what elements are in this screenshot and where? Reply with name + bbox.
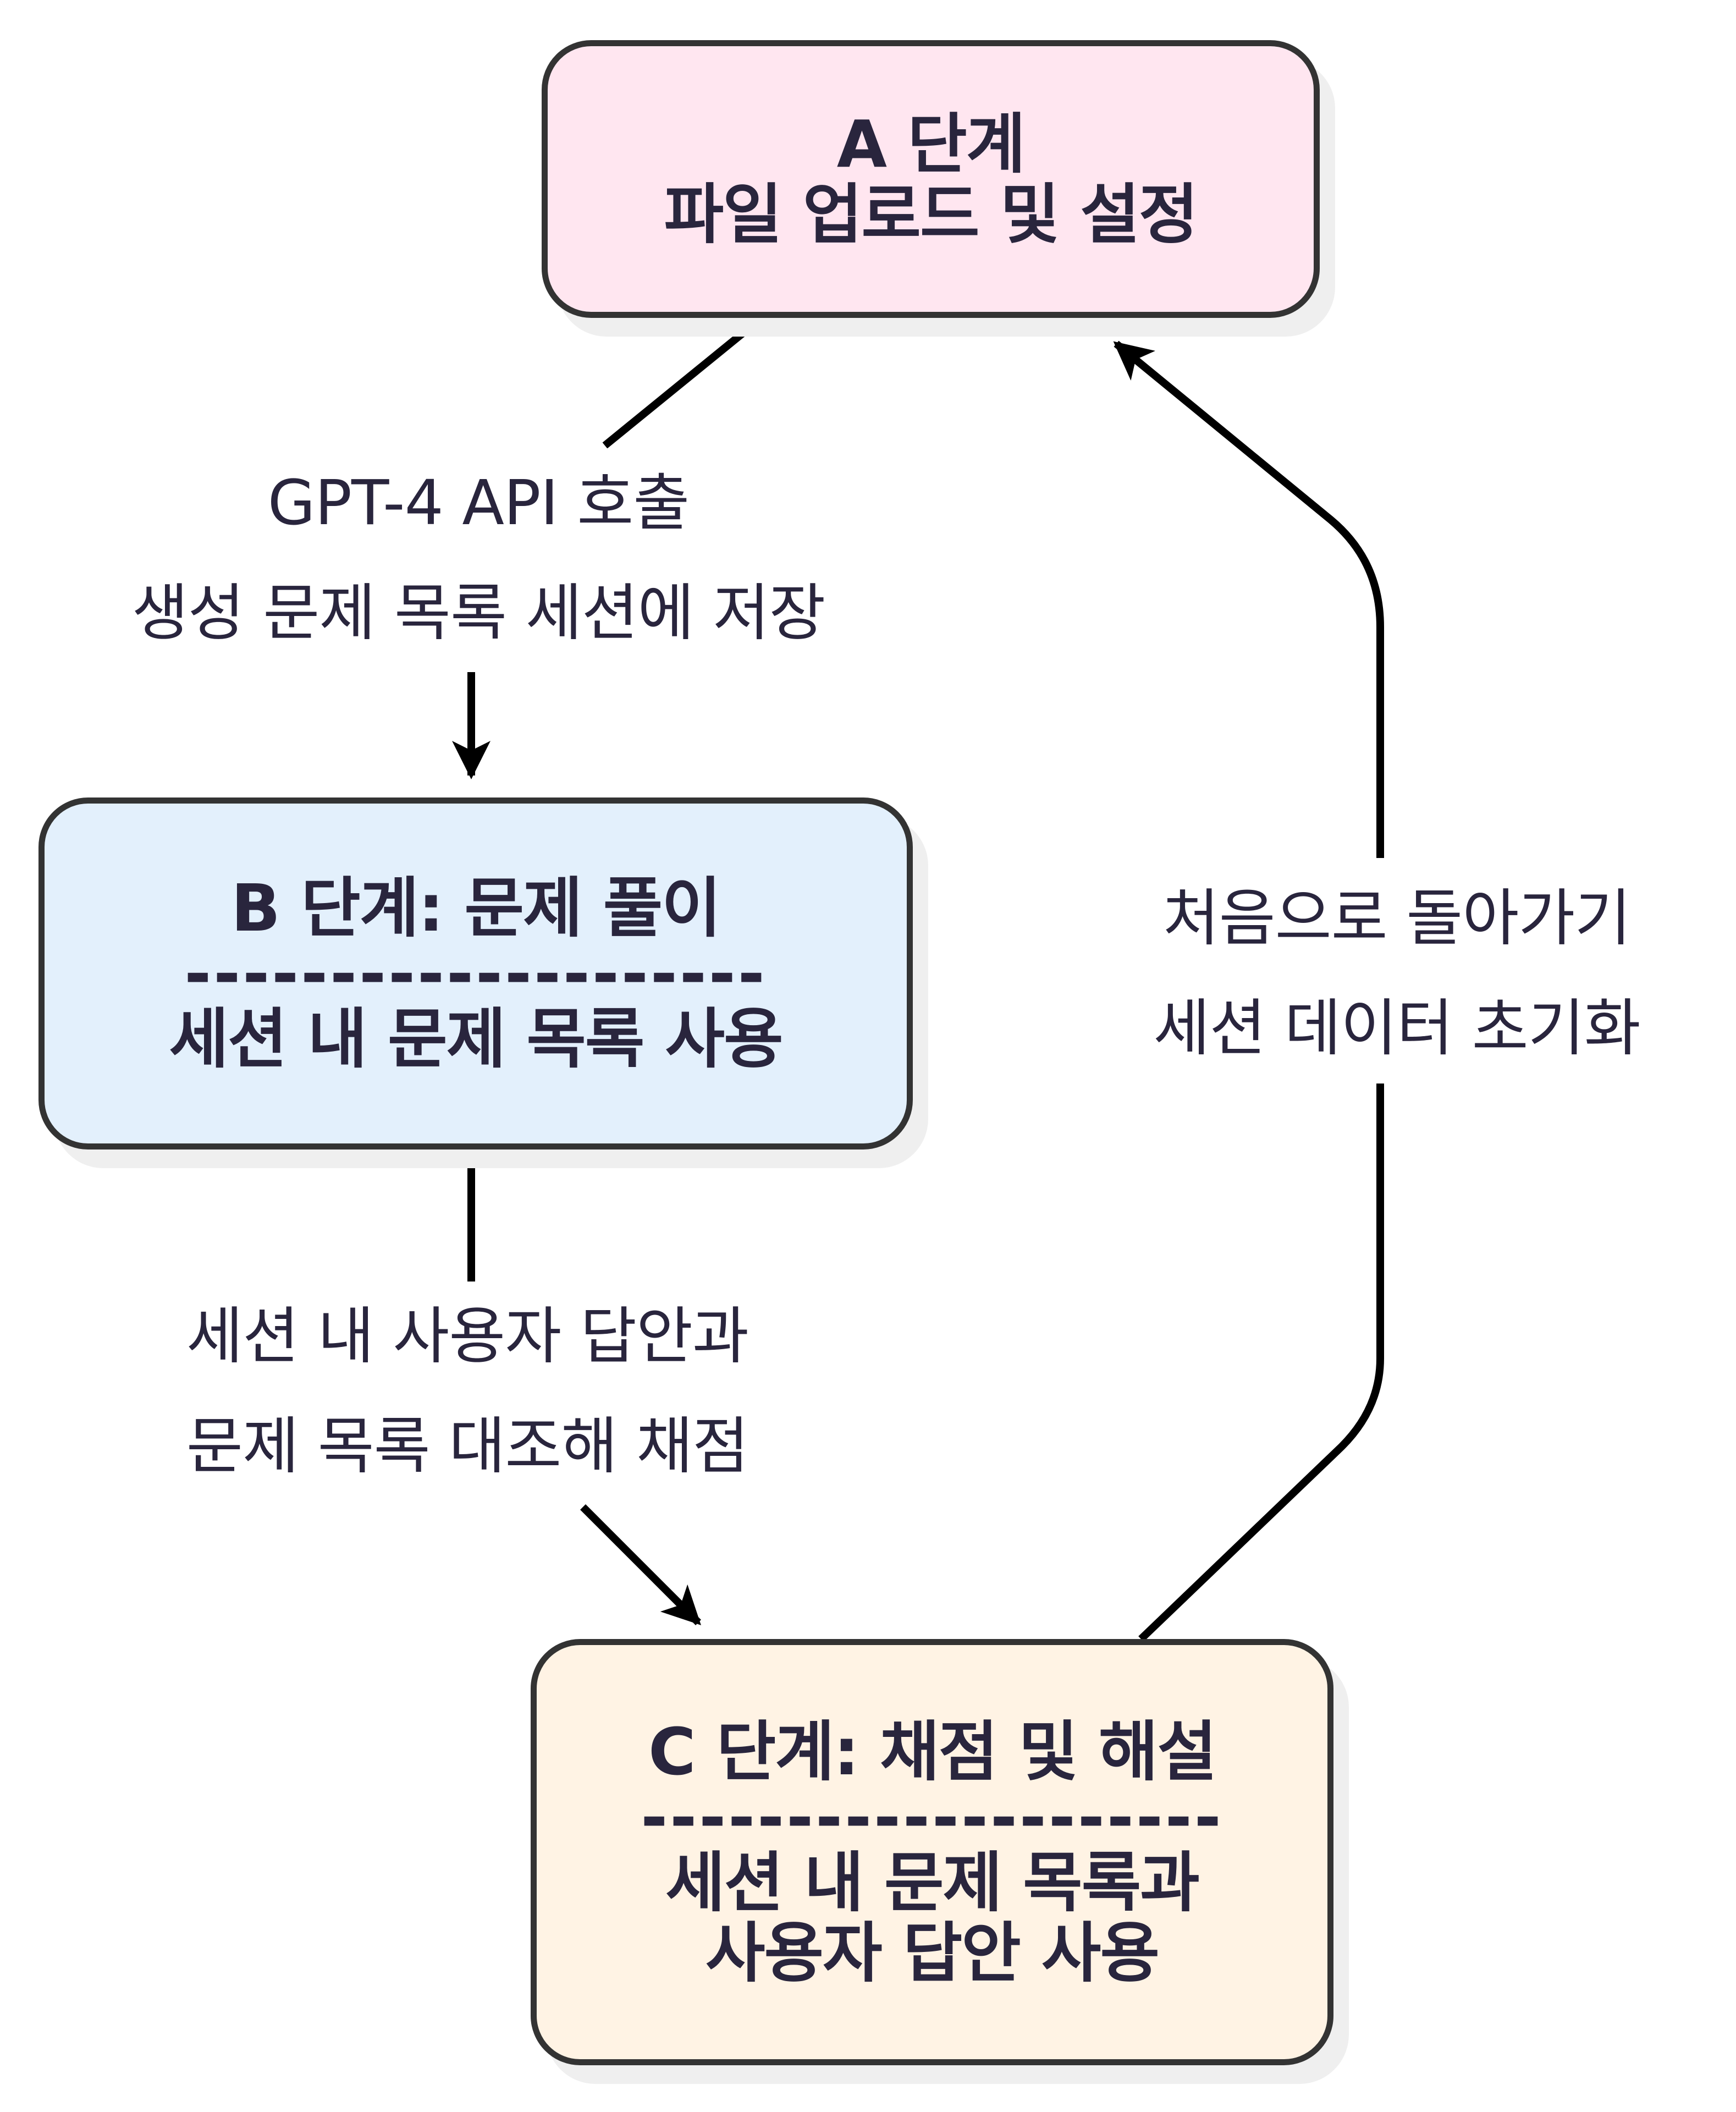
- node-stage-b[interactable]: B 단계: 문제 풀이 -------------------- 세션 내 문제…: [38, 798, 913, 1150]
- edge-c-to-a-line-lower: [1138, 1084, 1384, 1642]
- edge-c-to-a-label-line-1: 처음으로 돌아가기: [1162, 883, 1632, 954]
- edge-b-to-c-label-line-1: 세션 내 사용자 답안과: [186, 1301, 749, 1372]
- edge-a-to-b-line-upper: [602, 315, 764, 449]
- node-stage-c-body-line-2: 사용자 답안 사용: [705, 1915, 1160, 1991]
- node-stage-c-title: C 단계: 채점 및 해설: [648, 1713, 1217, 1790]
- edge-b-to-c-label-line-2: 문제 목록 대조해 채점: [186, 1411, 749, 1482]
- edge-c-to-a-label: 처음으로 돌아가기 세션 데이터 초기화: [1078, 864, 1716, 1084]
- node-stage-a-subtitle: 파일 업로드 및 설정: [664, 176, 1199, 252]
- node-stage-a[interactable]: A 단계 파일 업로드 및 설정: [542, 40, 1320, 318]
- edge-a-to-b: [452, 315, 764, 779]
- edge-b-to-c-line-lower: [580, 1504, 701, 1625]
- node-stage-c[interactable]: C 단계: 채점 및 해설 -------------------- 세션 내 …: [531, 1639, 1333, 2065]
- edge-a-to-b-label-line-1: GPT-4 API 호출: [267, 468, 690, 539]
- node-stage-c-body-line-1: 세션 내 문제 목록과: [665, 1844, 1200, 1921]
- node-stage-a-title: A 단계: [836, 106, 1026, 182]
- node-stage-b-title: B 단계: 문제 풀이: [231, 870, 721, 946]
- edge-a-to-b-label: GPT-4 API 호출 생성 문제 목록 세션에 저장: [49, 448, 907, 668]
- edge-a-to-b-label-line-2: 생성 문제 목록 세션에 저장: [131, 578, 826, 649]
- edge-c-to-a-line-upper: [1113, 340, 1384, 858]
- node-stage-c-divider: --------------------: [641, 1779, 1224, 1855]
- edge-b-to-c-label: 세션 내 사용자 답안과 문제 목록 대조해 채점: [110, 1282, 825, 1502]
- edge-c-to-a: [1113, 340, 1384, 1642]
- edge-b-to-c: [467, 1150, 701, 1625]
- node-stage-b-divider: --------------------: [184, 936, 767, 1011]
- node-stage-b-body: 세션 내 문제 목록 사용: [169, 1001, 783, 1077]
- edge-c-to-a-label-line-2: 세션 데이터 초기화: [1153, 993, 1641, 1064]
